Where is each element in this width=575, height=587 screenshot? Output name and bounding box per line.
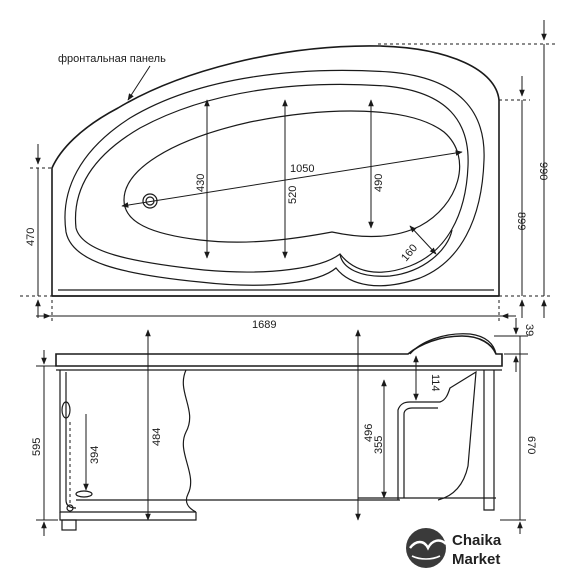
dim-670: 670 bbox=[525, 436, 537, 454]
dim-490: 490 bbox=[373, 174, 385, 192]
dim-430: 430 bbox=[195, 174, 207, 192]
logo-line-2: Market bbox=[452, 551, 500, 568]
dim-1689: 1689 bbox=[252, 319, 276, 331]
dim-394: 394 bbox=[89, 446, 101, 464]
tub-rim-contour-2 bbox=[74, 83, 469, 273]
dim-496: 496 bbox=[363, 424, 375, 442]
seat-profile bbox=[397, 370, 477, 501]
dim-470: 470 bbox=[25, 228, 37, 246]
dim-1050: 1050 bbox=[290, 163, 314, 175]
seagull-logo-icon bbox=[406, 528, 446, 568]
top-view: фронтальная панель 1050 430 520 490 160 … bbox=[20, 20, 556, 331]
logo-line-1: Chaika bbox=[452, 532, 502, 549]
tub-seat bbox=[339, 229, 453, 277]
dim-595: 595 bbox=[31, 438, 43, 456]
dim-39: 39 bbox=[523, 324, 535, 336]
overflow bbox=[61, 401, 71, 419]
tub-rim-contour-1 bbox=[64, 69, 485, 287]
cutaway-break bbox=[182, 369, 197, 513]
dim-520: 520 bbox=[287, 186, 299, 204]
dim-990: 990 bbox=[537, 162, 549, 180]
headrest bbox=[409, 333, 497, 355]
dim-355: 355 bbox=[373, 436, 385, 454]
tub-basin bbox=[123, 110, 461, 243]
dim-114: 114 bbox=[429, 374, 441, 392]
dim-160: 160 bbox=[399, 242, 420, 264]
dim-484: 484 bbox=[151, 428, 163, 446]
front-panel-label: фронтальная панель bbox=[58, 53, 166, 65]
drain-outlet bbox=[75, 490, 93, 498]
side-view: 39 114 484 496 394 355 595 670 bbox=[31, 318, 537, 536]
foot-left bbox=[61, 519, 77, 531]
chaika-market-logo: Chaika Market bbox=[406, 528, 502, 568]
tub-outer-rim bbox=[51, 45, 500, 297]
dim-899: 899 bbox=[515, 212, 527, 230]
